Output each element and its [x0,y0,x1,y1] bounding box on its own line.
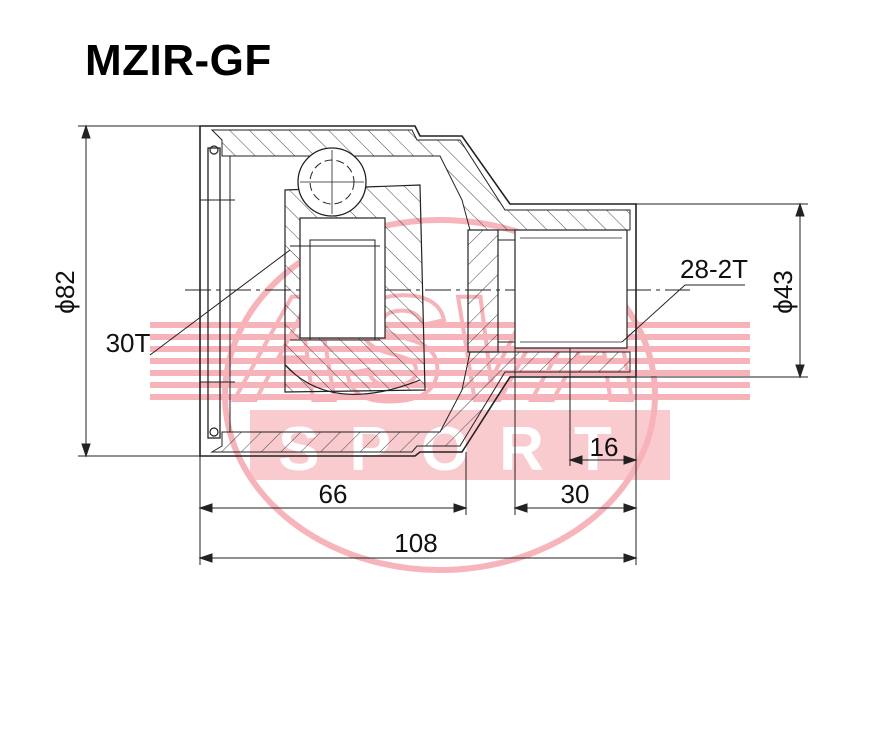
housing-length-label: 66 [319,479,348,509]
inner-splines-label: 28-2T [680,254,748,284]
shaft-length-label: 30 [561,479,590,509]
brand-watermark: ASVA SPORT [150,217,750,573]
tripod-assembly [284,147,426,395]
shaft-bore [467,229,628,353]
overall-length-label: 108 [394,528,437,558]
part-number-title: MZIR-GF [85,36,272,85]
dimension-lines [78,124,808,565]
spline-length-label: 16 [590,432,619,462]
outer-splines-label: 30T [106,328,151,358]
shaft-diameter-label: ϕ43 [768,270,798,313]
outer-diameter-label: ϕ82 [50,270,80,313]
